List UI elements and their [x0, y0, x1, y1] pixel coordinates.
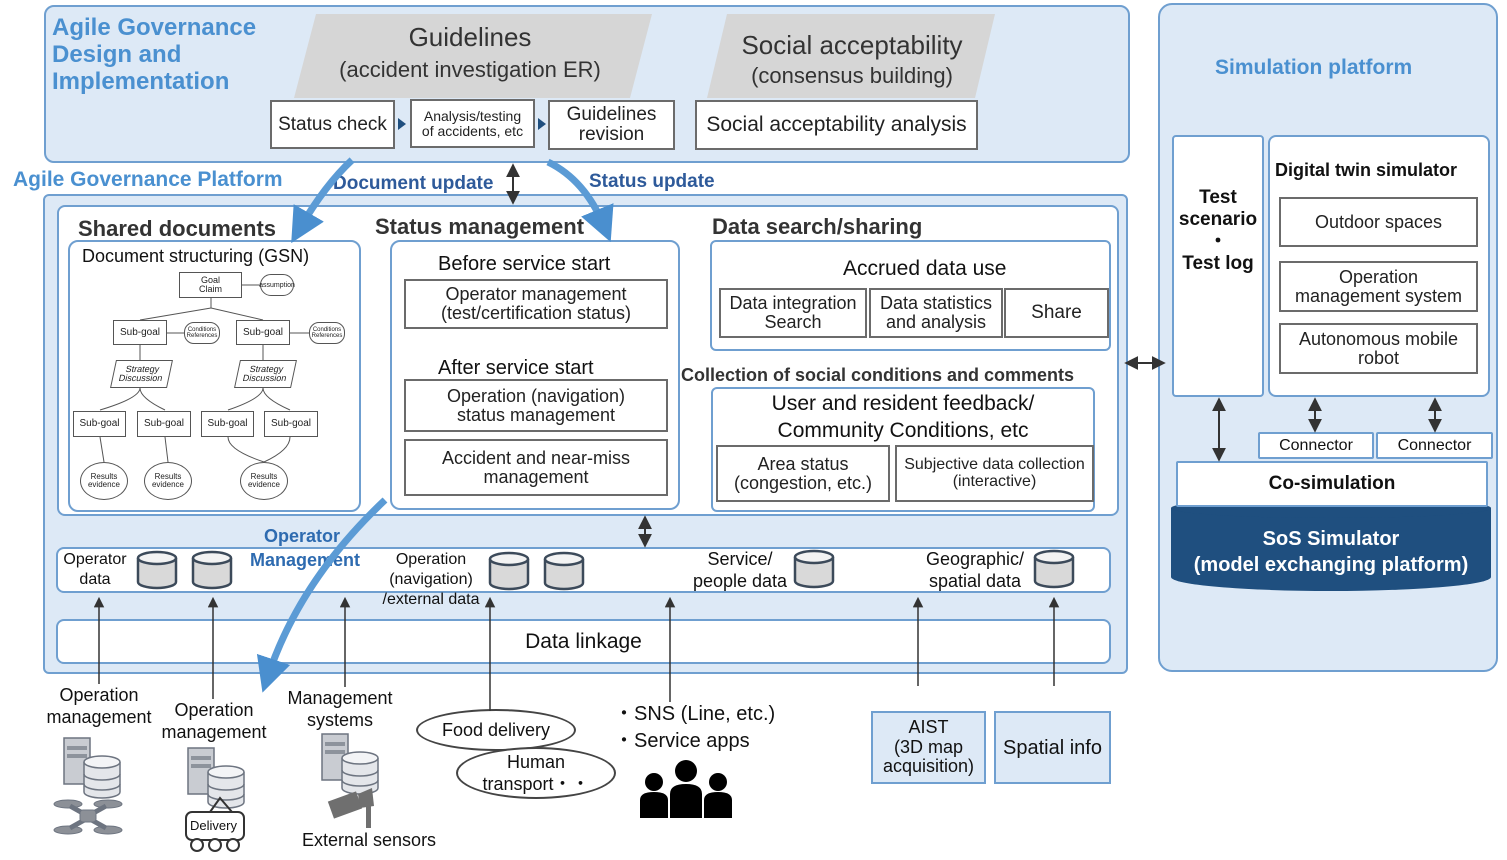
gsn-title: Document structuring (GSN)	[82, 246, 310, 266]
guidelines-heading: Guidelines (accident investigation ER)	[339, 22, 601, 82]
gsn-subgoal-5: Sub-goal	[201, 411, 254, 437]
gsn-subgoal-1: Sub-goal	[113, 320, 167, 345]
area-status-box: Area status(congestion, etc.)	[716, 445, 890, 502]
operator-management-box: Operator management(test/certification s…	[404, 279, 668, 329]
banner-shapes	[294, 14, 995, 98]
sos-simulator-label: SoS Simulator(model exchanging platform)	[1193, 528, 1469, 576]
status-update-label: Status update	[589, 171, 715, 192]
document-update-label: Document update	[333, 173, 494, 194]
digital-twin-title: Digital twin simulator	[1275, 160, 1458, 180]
data-search-title: Data search/sharing	[712, 214, 923, 239]
food-delivery-ellipse: Food delivery	[416, 709, 576, 751]
gsn-subgoal-3: Sub-goal	[73, 411, 126, 437]
gsn-assumption: assumption	[259, 274, 295, 296]
geo-data-label: Geographic/spatial data	[925, 549, 1025, 591]
delivery-label: Delivery	[190, 818, 237, 833]
outdoor-spaces-box: Outdoor spaces	[1279, 197, 1478, 247]
gsn-connectors	[99, 284, 310, 463]
spatial-info-box: Spatial info	[994, 711, 1111, 784]
before-service-label: Before service start	[438, 253, 611, 275]
connector-box-2: Connector	[1376, 432, 1493, 459]
connector-box-1: Connector	[1258, 432, 1374, 459]
step-arrow-2	[538, 118, 546, 130]
operation-status-box: Operation (navigation)status management	[404, 379, 668, 432]
status-check-box: Status check	[270, 100, 395, 149]
delivery-robot-icon	[185, 796, 245, 852]
governance-title: Agile Governance Design and Implementati…	[52, 14, 257, 95]
step-arrow-1	[398, 118, 406, 130]
document-update-arrow	[291, 157, 355, 244]
social-banner	[707, 14, 995, 98]
share-box: Share	[1004, 288, 1109, 338]
people-icon	[640, 760, 732, 818]
after-service-label: After service start	[438, 357, 594, 379]
status-management-title: Status management	[375, 214, 585, 239]
external-sensors-label: External sensors	[302, 830, 437, 850]
operator-management-arrow	[256, 497, 388, 693]
sns-service-text: ・SNS (Line, etc.)・Service apps	[614, 703, 776, 752]
feedback-title: User and resident feedback/Community Con…	[771, 392, 1035, 442]
subjective-data-box: Subjective data collection(interactive)	[895, 445, 1094, 502]
service-data-label: Service/people data	[692, 549, 788, 591]
collection-title: Collection of social conditions and comm…	[681, 365, 1075, 385]
gsn-subgoal-2: Sub-goal	[236, 320, 290, 345]
gsn-subgoal-6: Sub-goal	[264, 411, 318, 437]
data-linkage-bar: Data linkage	[56, 619, 1111, 664]
drone-icon	[53, 799, 123, 835]
gsn-subgoal-4: Sub-goal	[137, 411, 191, 437]
social-analysis-box: Social acceptability analysis	[695, 100, 978, 150]
co-simulation-box: Co-simulation	[1176, 461, 1488, 507]
accrued-title: Accrued data use	[843, 257, 1007, 280]
shared-documents-title: Shared documents	[78, 216, 277, 241]
operation-data-label: Operation(navigation)/external data	[382, 551, 480, 608]
camera-sensor-icon	[327, 788, 374, 828]
platform-title: Agile Governance Platform	[13, 168, 283, 191]
status-update-arrow	[546, 158, 614, 243]
simulation-title: Simulation platform	[1215, 56, 1413, 79]
social-heading: Social acceptability (consensus building…	[741, 30, 963, 88]
guidelines-banner	[294, 14, 652, 98]
